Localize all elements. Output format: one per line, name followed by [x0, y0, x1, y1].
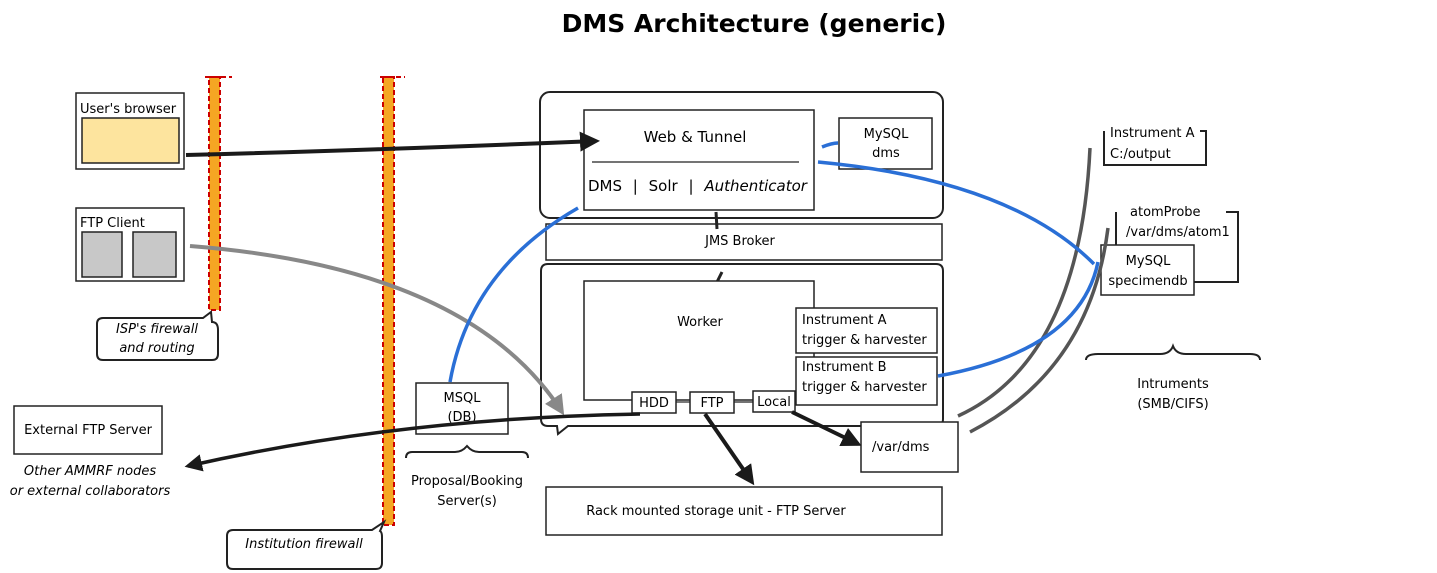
- diagram-title: DMS Architecture (generic): [562, 9, 947, 38]
- separator-2: |: [688, 177, 693, 195]
- mysql-specimen-box: MySQL specimendb: [1100, 244, 1195, 296]
- worker-container: [540, 263, 944, 436]
- proposal-brace: [405, 444, 529, 459]
- proposal-server-label-2: Server(s): [437, 494, 497, 509]
- worker-box: Worker: [583, 280, 815, 401]
- users-browser: User's browser: [75, 92, 185, 170]
- var-dms-link: [791, 410, 862, 447]
- web-mysql-specimen-link: [817, 160, 1096, 266]
- ftp-client-label: FTP Client: [80, 216, 145, 231]
- instrument-a-harvester-label-2: trigger & harvester: [802, 333, 927, 348]
- mysql-specimen-label-1: MySQL: [1126, 254, 1171, 269]
- rack-storage-link: [703, 412, 755, 486]
- local-label: Local: [757, 395, 791, 410]
- institution-firewall-callout: Institution firewall: [226, 519, 387, 570]
- mysql-dms-label-2: dms: [872, 146, 900, 161]
- jms-broker-label: JMS Broker: [704, 234, 775, 249]
- external-note-2: or external collaborators: [10, 484, 171, 499]
- isp-firewall-bar: [205, 76, 232, 311]
- instruments-brace: [1085, 343, 1261, 361]
- jms-broker: JMS Broker: [545, 223, 943, 261]
- instrument-a-label-2: C:/output: [1110, 147, 1171, 162]
- ftp-box: FTP: [689, 391, 735, 414]
- instrument-a-box: Instrument A C:/output: [1103, 126, 1207, 166]
- ftp-client-pane-right: [132, 231, 177, 278]
- dms-solr-auth-line: DMS | Solr | Authenticator: [588, 177, 808, 195]
- instrument-b-harvester: Instrument B trigger & harvester: [795, 356, 938, 406]
- rack-storage-label: Rack mounted storage unit - FTP Server: [586, 504, 846, 519]
- mysql-specimen-label-2: specimendb: [1108, 274, 1187, 289]
- browser-screen: [81, 117, 180, 164]
- var-dms-label: /var/dms: [872, 440, 930, 455]
- instruments-label-1: Intruments: [1137, 377, 1209, 392]
- isp-firewall-label-2: and routing: [119, 341, 194, 356]
- web-tunnel-label: Web & Tunnel: [644, 128, 747, 146]
- proposal-server-label-1: Proposal/Booking: [411, 474, 523, 489]
- worker-label: Worker: [677, 315, 723, 330]
- atom-probe-label-1: atomProbe: [1130, 205, 1201, 220]
- instrument-b-harvester-label-1: Instrument B: [802, 360, 887, 375]
- web-jms-link: [714, 211, 719, 230]
- users-browser-label: User's browser: [80, 102, 177, 117]
- external-ftp-server: External FTP Server: [13, 405, 163, 455]
- isp-firewall-label-1: ISP's firewall: [116, 322, 198, 337]
- instrument-a-label-1: Instrument A: [1110, 126, 1195, 141]
- var-dms-atom-probe-link: [969, 227, 1110, 434]
- var-dms-instrument-a-link: [957, 147, 1092, 418]
- instrument-b-harvester-label-2: trigger & harvester: [802, 380, 927, 395]
- solr-label: Solr: [649, 177, 679, 195]
- hdd-box: HDD: [631, 391, 677, 414]
- dms-label: DMS: [588, 177, 622, 195]
- instruments-label-2: (SMB/CIFS): [1137, 397, 1208, 412]
- atom-probe-label-2: /var/dms/atom1: [1126, 225, 1230, 240]
- separator-1: |: [633, 177, 638, 195]
- rack-storage-box: Rack mounted storage unit - FTP Server: [545, 486, 943, 536]
- web-mysql-dms-link: [821, 141, 839, 149]
- web-tunnel-box: Web & Tunnel DMS | Solr | Authenticator: [583, 109, 815, 211]
- instrument-a-harvester-label-1: Instrument A: [802, 313, 887, 328]
- web-msql-db-link: [448, 206, 579, 383]
- web-server-container: [539, 91, 944, 219]
- external-ftp-server-label: External FTP Server: [24, 423, 153, 438]
- institution-firewall-label: Institution firewall: [245, 537, 363, 552]
- external-ftp-link: [184, 412, 641, 472]
- msql-db-label-1: MSQL: [444, 391, 482, 406]
- harvester-mysql-specimen-link: [937, 261, 1100, 378]
- ftp-client-pane-left: [81, 231, 123, 278]
- local-box: Local: [752, 390, 796, 413]
- var-dms-box: /var/dms: [860, 421, 959, 473]
- instrument-a-harvester: Instrument A trigger & harvester: [795, 307, 938, 354]
- isp-firewall-callout: ISP's firewall and routing: [96, 310, 219, 361]
- mysql-dms-box: MySQL dms: [838, 117, 933, 170]
- ftp-client-link: [189, 244, 565, 416]
- ftp-client: FTP Client: [75, 207, 185, 282]
- browser-web-link: [185, 131, 600, 157]
- institution-firewall-bar: [380, 76, 405, 526]
- ftp-label: FTP: [700, 396, 723, 411]
- mysql-dms-label-1: MySQL: [864, 127, 909, 142]
- hdd-label: HDD: [639, 396, 669, 411]
- external-note-1: Other AMMRF nodes: [24, 464, 156, 479]
- authenticator-label: Authenticator: [703, 177, 807, 195]
